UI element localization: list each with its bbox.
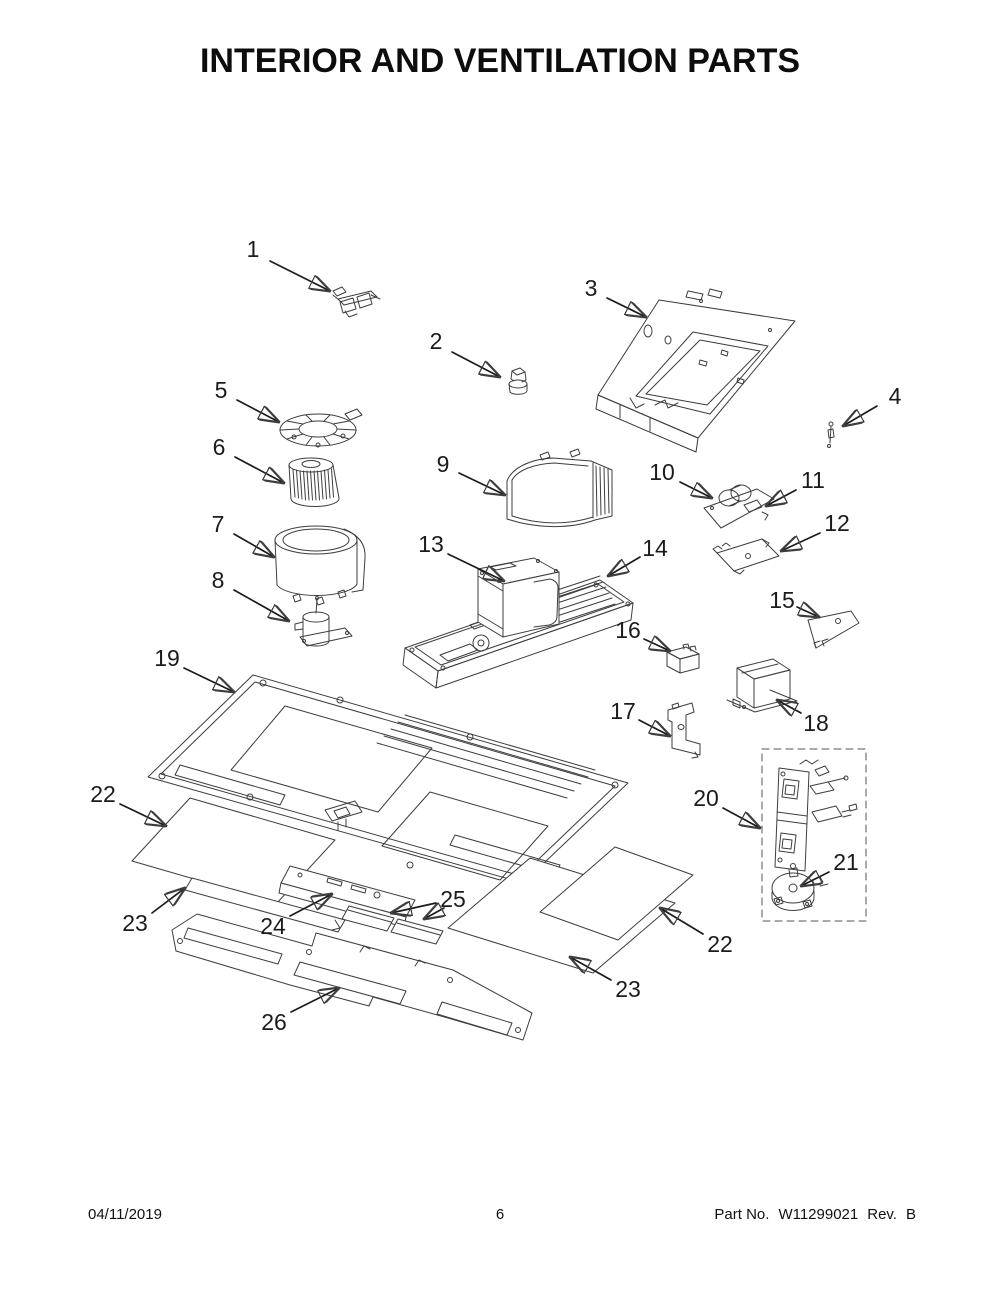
callout-arrow-10 bbox=[679, 481, 712, 498]
callout-arrow-17 bbox=[638, 719, 670, 736]
callout-arrow-25-2 bbox=[424, 908, 444, 919]
part-drawing-8-fan-motor bbox=[294, 596, 353, 647]
callout-label-18: 18 bbox=[803, 710, 829, 736]
callout-label-17: 17 bbox=[610, 698, 636, 724]
footer-date: 04/11/2019 bbox=[88, 1206, 162, 1223]
callout-label-16: 16 bbox=[615, 617, 641, 643]
callout-arrow-26 bbox=[290, 988, 339, 1013]
callout-arrow-7 bbox=[233, 533, 274, 557]
callout-label-14: 14 bbox=[642, 535, 668, 561]
callout-arrow-8 bbox=[233, 589, 289, 621]
callout-label-11: 11 bbox=[801, 467, 825, 493]
callout-label-2: 2 bbox=[430, 328, 443, 354]
footer-rev-label: Rev. bbox=[867, 1206, 897, 1223]
callout-label-3: 3 bbox=[585, 275, 598, 301]
callout-label-7: 7 bbox=[212, 511, 225, 537]
callout-arrow-22a bbox=[119, 803, 166, 826]
part-drawing-19-base-plate bbox=[147, 674, 629, 884]
footer-part-value: W11299021 bbox=[778, 1206, 859, 1223]
callout-arrow-23a bbox=[151, 888, 185, 914]
part-drawing-17-bracket bbox=[667, 702, 701, 759]
callout-arrow-13 bbox=[447, 553, 504, 581]
callout-label-5: 5 bbox=[215, 377, 228, 403]
footer-rev-value: B bbox=[905, 1206, 916, 1223]
callout-arrow-15 bbox=[796, 607, 819, 617]
callout-label-10: 10 bbox=[649, 459, 675, 485]
callout-arrow-14 bbox=[608, 556, 641, 576]
part-drawing-6-blower-wheel bbox=[288, 457, 340, 508]
callout-arrow-20 bbox=[722, 807, 760, 828]
callout-arrow-12 bbox=[781, 532, 821, 551]
callout-label-20: 20 bbox=[693, 785, 719, 811]
part-drawing-18-noise-filter bbox=[726, 658, 798, 713]
callout-arrow-23b bbox=[570, 957, 612, 981]
callout-label-8: 8 bbox=[212, 567, 225, 593]
footer-page-number: 6 bbox=[495, 1206, 505, 1223]
callout-label-13: 13 bbox=[418, 531, 444, 557]
callout-label-22a: 22 bbox=[90, 781, 116, 807]
callout-label-24: 24 bbox=[260, 913, 286, 939]
part-drawing-4-pin bbox=[827, 421, 835, 448]
callout-arrow-16 bbox=[643, 639, 670, 651]
part-drawing-2-bushing bbox=[508, 367, 528, 395]
callout-label-1: 1 bbox=[247, 236, 260, 262]
callout-arrow-3 bbox=[606, 297, 646, 317]
callout-label-22b: 22 bbox=[707, 931, 733, 957]
part-drawing-25-covers bbox=[341, 905, 444, 945]
part-drawing-10-11-damper-assembly bbox=[703, 484, 775, 529]
footer-part-label: Part No. bbox=[714, 1206, 770, 1223]
callout-label-15: 15 bbox=[769, 587, 795, 613]
callout-arrow-1 bbox=[269, 260, 330, 291]
part-drawing-5-fan-guide bbox=[279, 408, 363, 448]
part-drawing-23-left-sheet bbox=[184, 877, 346, 933]
part-drawing-22-right-sheet bbox=[539, 846, 694, 941]
part-drawing-9-vent-duct bbox=[506, 448, 613, 528]
part-drawing-16-thermostat bbox=[666, 643, 700, 674]
callout-arrow-4 bbox=[843, 405, 878, 426]
callout-arrow-21 bbox=[801, 872, 830, 886]
callout-arrow-22b bbox=[660, 908, 704, 935]
callout-label-12: 12 bbox=[824, 510, 850, 536]
callout-label-6: 6 bbox=[213, 434, 226, 460]
callout-arrow-5 bbox=[236, 399, 279, 422]
callout-arrow-6 bbox=[234, 456, 284, 483]
part-drawing-1-deflector bbox=[332, 286, 381, 318]
page-footer: 04/11/2019 6 Part No. W11299021 Rev. B bbox=[0, 1206, 1000, 1228]
callout-arrow-2 bbox=[451, 351, 500, 377]
callout-label-4: 4 bbox=[889, 383, 902, 409]
callout-label-19: 19 bbox=[154, 645, 180, 671]
part-drawing-20-latch-board bbox=[761, 748, 867, 922]
callout-arrow-18 bbox=[777, 700, 802, 713]
callout-label-23a: 23 bbox=[122, 910, 148, 936]
callout-arrow-11 bbox=[766, 489, 797, 506]
callout-label-9: 9 bbox=[437, 451, 450, 477]
callout-label-25: 25 bbox=[440, 886, 466, 912]
part-drawing-26-bottom-frame bbox=[171, 913, 533, 1041]
page-title: INTERIOR AND VENTILATION PARTS bbox=[199, 42, 801, 80]
callout-label-21: 21 bbox=[833, 849, 859, 875]
part-drawing-13-transformer bbox=[477, 557, 560, 638]
callout-label-26: 26 bbox=[261, 1009, 287, 1035]
part-drawing-3-upper-frame bbox=[595, 288, 796, 453]
callout-arrow-24 bbox=[289, 894, 332, 917]
part-drawing-12-bracket bbox=[712, 538, 780, 575]
footer-part-number: Part No. W11299021 Rev. B bbox=[714, 1206, 916, 1223]
part-drawing-15-cover-plate bbox=[807, 610, 860, 649]
part-drawing-7-blower-housing bbox=[274, 525, 366, 606]
callout-arrow-9 bbox=[458, 472, 505, 495]
callout-label-23b: 23 bbox=[615, 976, 641, 1002]
callout-arrow-19 bbox=[183, 667, 234, 692]
